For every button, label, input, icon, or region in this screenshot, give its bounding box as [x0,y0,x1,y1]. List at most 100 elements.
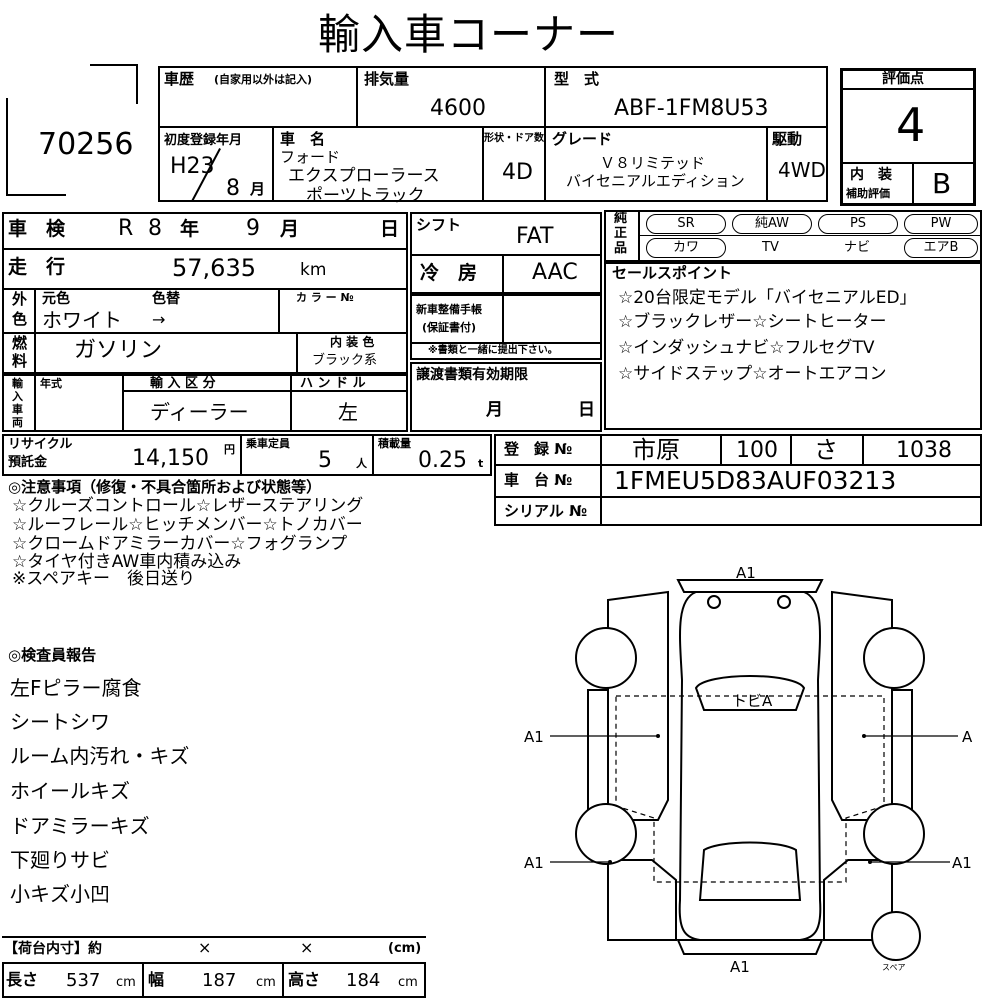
chassis-value: 1FMEU5D83AUF03213 [614,466,897,495]
note-line-3: ☆クロームドアミラーカバー☆フォグランプ [12,534,348,554]
color-arrow: → [152,310,166,329]
fuel-label1: 燃 [12,334,28,352]
chassis-label: 車 台 № [504,471,573,489]
inspector-line-2: シートシワ [10,710,110,734]
load-value: 0.25 [418,448,467,473]
import-year-label: 年式 [40,377,62,390]
displacement-label: 排気量 [364,70,410,88]
inspector-label: ◎検査員報告 [8,646,97,664]
fog-light-right [777,595,791,609]
handle-label: ハ ン ド ル [300,376,366,391]
mileage-label: 走 行 [8,256,66,278]
front-bumper [676,579,824,593]
options-label1: 純 [614,211,628,226]
shaken-month: 9 [246,216,260,241]
length-value: 537 [66,970,101,991]
rear-window [698,841,802,901]
doors-value: 4D [502,160,533,185]
grade-line2: バイセニアルエディション [566,172,745,190]
option-aw: 純AW [732,214,812,234]
recycle-label2: 預託金 [8,455,48,470]
interior-score-label2: 補助評価 [846,187,890,200]
history-note: (自家用以外は記入) [214,73,313,86]
door-left [607,590,669,821]
import-type-label: 輸 入 区 分 [150,376,216,391]
import-type-value: ディーラー [150,400,249,424]
mileage-unit: km [300,260,327,280]
option-ps: PS [818,214,898,234]
lot-bracket-bottom [6,194,66,196]
interior-color-value: ブラック系 [312,353,378,368]
load-label: 積載量 [378,437,411,450]
grade-label: グレード [552,130,613,148]
damage-window: トビA [732,692,773,710]
damage-rear: A1 [730,958,750,976]
shaken-year: 8 [148,216,162,241]
lot-number: 70256 [38,127,134,162]
length-label: 長さ [6,970,39,989]
recycle-label1: リサイクル [8,437,73,452]
fuel-value: ガソリン [74,338,163,363]
sales-point-4: ☆サイドステップ☆オートエアコン [618,364,887,384]
interior-color-label: 内 装 色 [330,335,375,349]
shaken-year-unit: 年 [180,218,200,240]
car-name-line1: エクスプローラース [288,166,440,186]
color-value: ホワイト [42,308,122,332]
displacement-value: 4600 [430,96,486,121]
car-damage-diagram: A1 トビA A1 A A1 A1 A1 スペア [524,564,973,976]
transfer-label: 譲渡書類有効期限 [416,367,528,383]
color-label2: 色 [12,310,28,328]
import-label4: 両 [12,416,23,429]
wheel-rear-left [575,803,637,865]
spare-tire [871,911,921,961]
first-reg-year: H23 [170,154,215,179]
fuel-label2: 料 [12,352,28,370]
vehicle-header-box [158,66,828,202]
inspector-line-6: 下廻りサビ [10,848,110,872]
damage-right-rear: A1 [952,854,972,872]
capacity-label: 乗車定員 [246,437,290,450]
fuel-row [2,332,408,374]
options-label3: 品 [614,241,628,256]
serial-label: シリアル № [504,502,588,520]
capacity-unit: 人 [356,457,367,470]
recycle-value: 14,150 [132,446,209,471]
note-line-5: ※スペアキー 後日送り [12,569,196,589]
note-line-4: ☆タイヤ付きAW車内積み込み [12,552,242,572]
handle-value: 左 [338,400,358,424]
model-code-label: 型 式 [554,70,600,88]
maintenance-line1: 新車整備手帳 [416,303,482,316]
inspector-line-7: 小キズ小凹 [10,882,110,906]
option-pw: PW [904,214,978,234]
aircon-value: AAC [532,260,578,285]
shaken-era: R [118,216,134,241]
transfer-month-unit: 月 [486,400,503,420]
lot-bracket-right [136,64,138,104]
damage-front: A1 [736,564,756,582]
history-label: 車歴 [164,70,195,88]
registration-city: 市原 [632,436,680,464]
damage-left-front: A1 [524,728,544,746]
width-label: 幅 [148,970,165,989]
width-value: 187 [202,970,237,991]
note-line-2: ☆ルーフレール☆ヒッチメンバー☆トノカバー [12,515,363,535]
import-label2: 入 [12,390,23,403]
import-label3: 車 [12,403,23,416]
option-navi: ナビ [844,240,871,255]
door-right [831,590,893,821]
lot-bracket-top [90,64,138,66]
dims-box [2,962,426,998]
option-airbag: エアB [904,238,978,258]
inspector-line-3: ルーム内汚れ・キズ [10,744,190,768]
first-reg-label: 初度登録年月 [164,133,243,148]
maintenance-box [410,294,602,360]
registration-kana: さ [814,436,838,464]
option-sr: SR [646,214,726,234]
wheel-front-right [863,627,925,689]
wheel-rear-right [863,803,925,865]
sales-points-box [604,262,982,430]
inspector-line-4: ホイールキズ [10,779,130,803]
car-name-label: 車 名 [280,130,326,148]
interior-score-value: B [932,167,952,200]
first-reg-month-unit: 月 [250,180,266,198]
